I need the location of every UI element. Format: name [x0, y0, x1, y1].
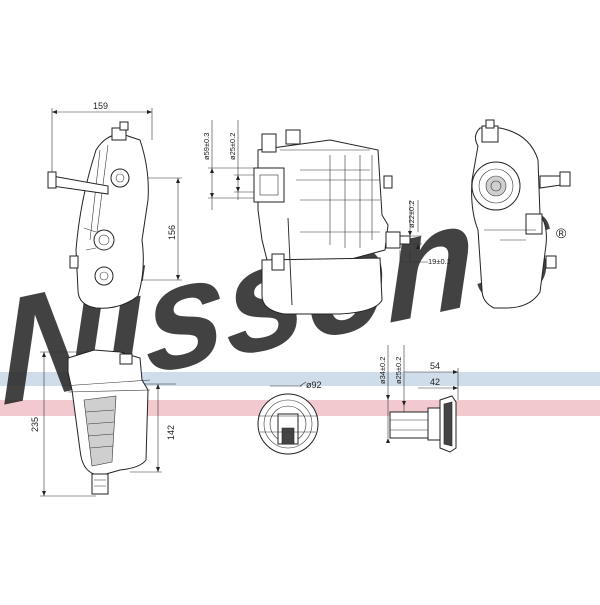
- dim-len-54: 54: [430, 361, 440, 371]
- dim-dia-25-top: ø25±0.2: [228, 133, 237, 160]
- dim-cap-dia-92: ø92: [306, 380, 322, 390]
- view-top-left: 159 156: [47, 101, 182, 309]
- tank-side-body: [75, 133, 149, 309]
- tank-front-body: [257, 139, 389, 269]
- neck-body: [389, 411, 431, 439]
- dim-len-19: 19±0.2: [428, 257, 451, 266]
- view-bottom-right: ø34±0.2 ø25±0.2 54 42: [378, 345, 459, 453]
- dim-142: 142: [166, 425, 176, 440]
- dim-dia-59: ø59±0.3: [202, 133, 211, 160]
- dim-159: 159: [93, 101, 108, 111]
- view-top-right: [471, 119, 571, 309]
- dim-dia-25-side: ø25±0.2: [394, 357, 403, 384]
- view-top-center: ø59±0.3 ø25±0.2 ø22±0.2 19±0.2: [202, 120, 451, 315]
- view-bottom-center: ø92: [257, 380, 322, 455]
- dim-dia-34: ø34±0.2: [378, 357, 387, 384]
- blue-stripe: [0, 372, 600, 386]
- dim-dia-22: ø22±0.2: [407, 201, 416, 228]
- dim-235: 235: [30, 417, 40, 432]
- registered-mark: ®: [556, 225, 567, 241]
- dim-len-42: 42: [430, 377, 440, 387]
- dim-156: 156: [167, 225, 177, 240]
- view-bottom-left: 235 142: [30, 349, 176, 497]
